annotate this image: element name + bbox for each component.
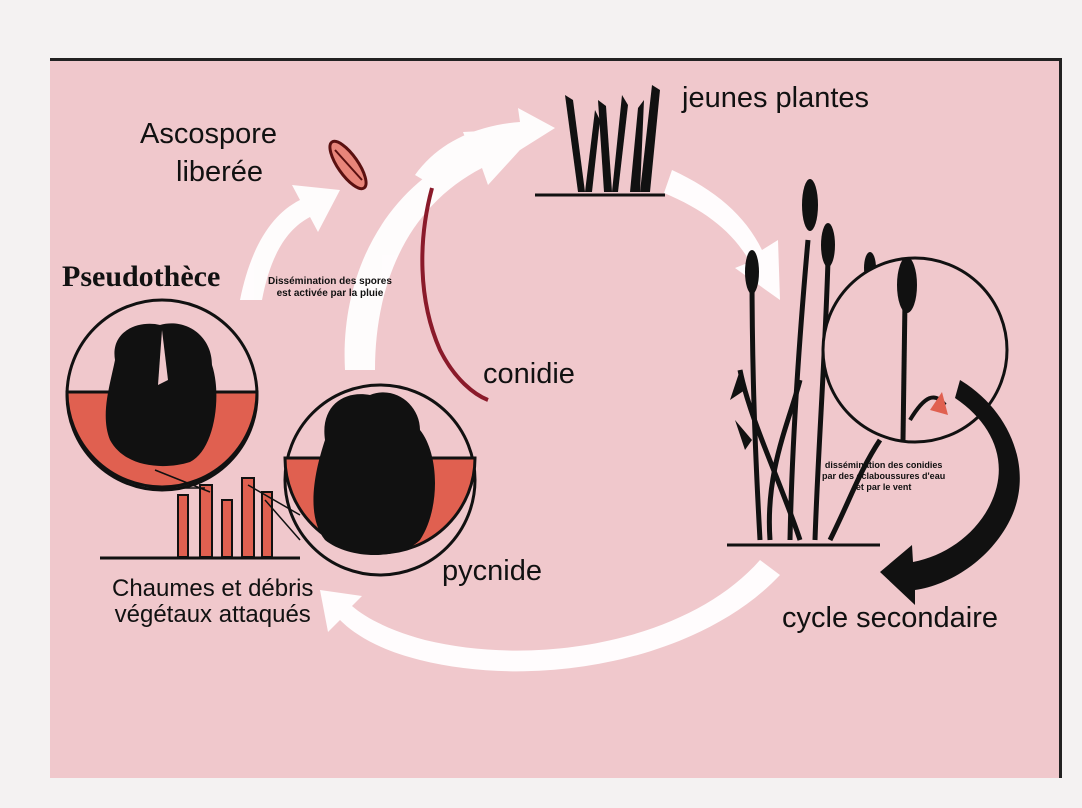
arrow-bottom-return (320, 560, 780, 671)
ascospore-icon (324, 136, 373, 193)
label-chaumes-line1: Chaumes et débris (112, 576, 313, 602)
label-dissemination-spores-line1: Dissémination des spores (268, 276, 392, 288)
label-dissemination-spores-line2: est activée par la pluie (268, 288, 392, 300)
pseudotheque-inset (67, 300, 257, 490)
label-dissemination-conidies-line3: et par le vent (822, 482, 945, 493)
arrow-young-to-adult (664, 170, 780, 300)
young-plants-icon (535, 85, 665, 195)
label-dissemination-spores: Dissémination des spores est activée par… (268, 276, 392, 300)
label-dissemination-conidies: dissémination des conidies par des éclab… (822, 460, 945, 493)
label-ascospore: Ascospore (140, 118, 277, 151)
label-liberee: liberée (176, 156, 263, 189)
label-pycnide: pycnide (442, 555, 542, 588)
label-jeunes-plantes: jeunes plantes (682, 82, 869, 115)
label-pseudotheque: Pseudothèce (62, 260, 220, 294)
label-dissemination-conidies-line2: par des éclaboussures d'eau (822, 471, 945, 482)
label-conidie: conidie (483, 358, 575, 391)
label-dissemination-conidies-line1: dissémination des conidies (822, 460, 945, 471)
pycnide-inset (285, 385, 475, 575)
label-cycle-secondaire: cycle secondaire (782, 602, 998, 635)
label-chaumes-line2: végétaux attaqués (112, 602, 313, 628)
label-chaumes: Chaumes et débris végétaux attaqués (112, 576, 313, 628)
conidie-icon (422, 188, 488, 400)
